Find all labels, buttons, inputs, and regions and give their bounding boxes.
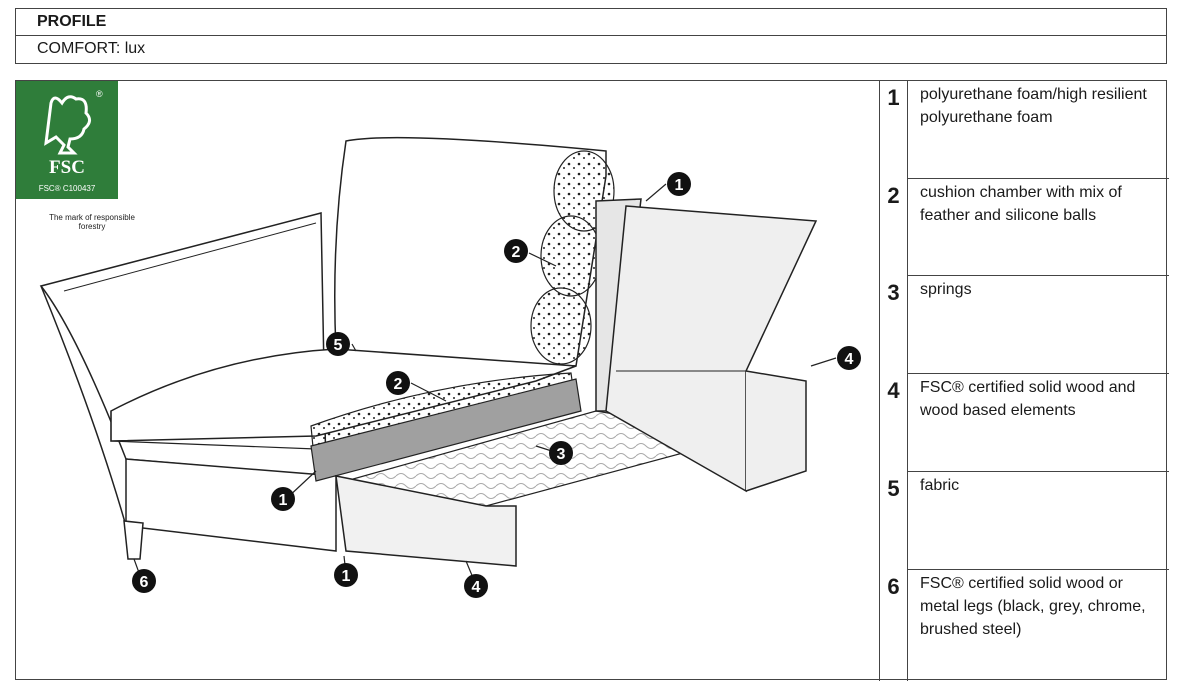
svg-text:2: 2 [512,244,521,261]
legend-description: FSC® certified solid wood and wood based… [920,379,1136,419]
fsc-tree-icon [44,95,91,155]
legend-divider [908,178,1169,179]
svg-text:6: 6 [140,574,149,591]
legend-row: 5 fabric [880,472,1169,570]
legend-description: fabric [920,477,960,494]
callout-5-fabric: 5 [326,332,350,356]
callout-1-seat: 1 [271,487,295,511]
legend-description: cushion chamber with mix of feather and … [920,184,1122,224]
callout-4-side: 4 [837,346,861,370]
svg-text:1: 1 [675,177,684,194]
svg-text:FSC: FSC [49,157,85,178]
callout-6-leg: 6 [132,569,156,593]
callout-4-bottom: 4 [464,574,488,598]
seat-foam [310,378,582,482]
seat-cushion [110,348,577,442]
svg-text:4: 4 [845,351,854,368]
legend-row: 3 springs [880,276,1169,374]
callout-1-top: 1 [667,172,691,196]
sofa-drawing: 1 2 5 2 3 1 4 1 4 6 [39,136,861,598]
profile-title: PROFILE [16,9,1166,36]
legend-table: 1 polyurethane foam/high resilient polyu… [879,81,1169,681]
legend-number: 2 [880,179,908,277]
legend-number: 3 [880,276,908,374]
legend-row: 2 cushion chamber with mix of feather an… [880,179,1169,277]
legend-divider [908,569,1169,570]
callout-markers: 1 2 5 2 3 1 4 1 4 6 [132,172,861,598]
legend-row: 6 FSC® certified solid wood or metal leg… [880,570,1169,681]
svg-text:4: 4 [472,579,481,596]
fsc-logo: ® FSC FSC® C100437 [16,81,118,199]
construction-panel: 1 2 5 2 3 1 4 1 4 6 ® FSC FSC® C100437 T… [15,80,1169,681]
legend-number: 6 [880,570,908,681]
svg-text:FSC® C100437: FSC® C100437 [39,184,96,193]
legend-divider [908,275,1169,276]
svg-text:®: ® [96,89,103,99]
callout-1-bottom: 1 [334,563,358,587]
legend-divider [908,373,1169,374]
legend-divider [908,471,1169,472]
legend-number: 5 [880,472,908,570]
callout-3-springs: 3 [549,441,573,465]
svg-text:1: 1 [342,568,351,585]
sofa-front [125,458,337,552]
legend-description: polyurethane foam/high resilient polyure… [920,86,1147,126]
legend-number: 4 [880,374,908,472]
frame-front [335,475,517,567]
callout-2-back: 2 [504,239,528,263]
legend-row: 1 polyurethane foam/high resilient polyu… [880,81,1169,179]
sofa-leg [123,520,144,560]
sofa-cutaway-illustration: 1 2 5 2 3 1 4 1 4 6 ® FSC FSC® C100437 T… [16,81,881,681]
svg-text:2: 2 [394,376,403,393]
svg-text:5: 5 [334,337,343,354]
legend-row: 4 FSC® certified solid wood and wood bas… [880,374,1169,472]
legend-description: FSC® certified solid wood or metal legs … [920,575,1146,638]
svg-text:1: 1 [279,492,288,509]
comfort-level: COMFORT: lux [37,40,146,57]
legend-number: 1 [880,81,908,179]
svg-text:3: 3 [557,446,566,463]
fsc-tagline: The mark of responsible forestry [49,213,135,231]
legend-description: springs [920,281,972,298]
callout-2-seat: 2 [386,371,410,395]
profile-header: PROFILE COMFORT: lux [15,8,1167,64]
